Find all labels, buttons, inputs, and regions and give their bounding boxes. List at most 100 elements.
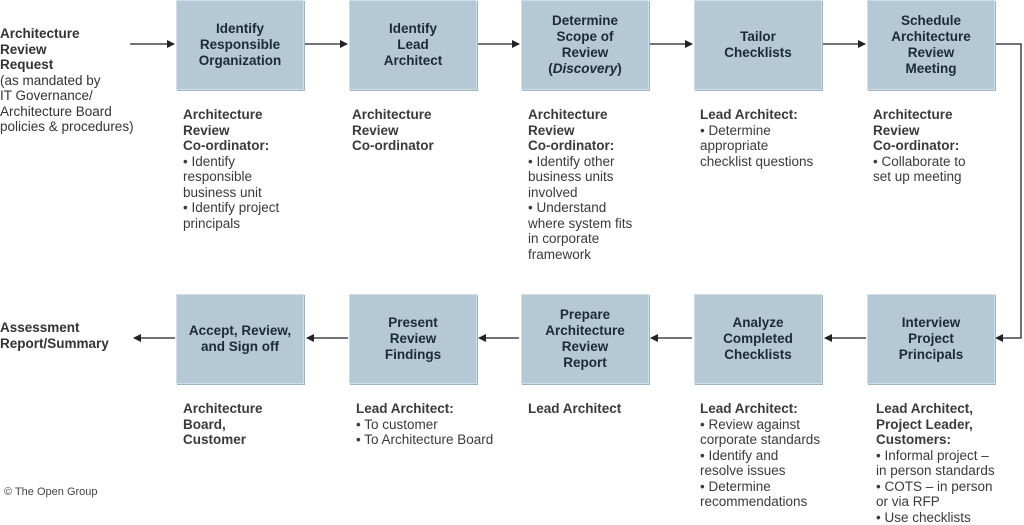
input-title-line: Request <box>0 57 134 73</box>
step-label-line: Checklists <box>724 45 792 61</box>
task-line: • Informal project – <box>876 448 995 464</box>
task-line: business units <box>528 169 632 185</box>
step-label-line: Review <box>548 45 622 61</box>
step7-responsibility-note: Lead Architect: • Review against corpora… <box>700 401 820 510</box>
step-label-line: Checklists <box>723 347 793 363</box>
role-line: Architecture <box>528 107 632 123</box>
task-line: responsible <box>183 169 279 185</box>
task-line: corporate standards <box>700 432 820 448</box>
step-label-line: Identify <box>199 21 282 37</box>
step-accept-review-sign-off: Accept, Review, and Sign off <box>176 294 304 384</box>
step-interview-project-principals: Interview Project Principals <box>867 294 995 384</box>
step-label-line: Architecture <box>545 323 625 339</box>
step-determine-scope: Determine Scope of Review (Discovery) <box>521 0 649 90</box>
task-line: principals <box>183 216 279 232</box>
role-line: Customers: <box>876 432 995 448</box>
step1-responsibility-note: Architecture Review Co-ordinator: • Iden… <box>183 107 279 231</box>
input-detail-line: IT Governance/ <box>0 88 134 104</box>
task-line: • Identify project <box>183 200 279 216</box>
output-title-line: Assessment <box>0 320 109 336</box>
step-label-line: Report <box>545 355 625 371</box>
role-line: Lead Architect <box>528 401 621 417</box>
step-label-line: Prepare <box>545 307 625 323</box>
role-line: Architecture <box>352 107 434 123</box>
task-line: • Review against <box>700 417 820 433</box>
task-line: • Use checklists <box>876 510 995 525</box>
step-label-line: Principals <box>899 347 964 363</box>
step-label-line: Project <box>899 331 964 347</box>
task-line: • Understand <box>528 200 632 216</box>
task-line: • Determine <box>700 123 813 139</box>
step-label-line: Review <box>891 45 971 61</box>
task-line: business unit <box>183 185 279 201</box>
step-label-line: Meeting <box>891 61 971 77</box>
task-line: • To Architecture Board <box>356 432 493 448</box>
task-line: or via RFP <box>876 494 995 510</box>
step8-responsibility-note: Lead Architect <box>528 401 621 417</box>
step-label-line: Analyze <box>723 315 793 331</box>
role-line: Lead Architect: <box>700 401 820 417</box>
step2-responsibility-note: Architecture Review Co-ordinator <box>352 107 434 154</box>
role-line: Architecture <box>183 401 263 417</box>
step-identify-lead-architect: Identify Lead Architect <box>349 0 477 90</box>
input-detail-line: (as mandated by <box>0 73 134 89</box>
step-prepare-review-report: Prepare Architecture Review Report <box>521 294 649 384</box>
step-present-review-findings: Present Review Findings <box>349 294 477 384</box>
task-line: in person standards <box>876 463 995 479</box>
step9-responsibility-note: Lead Architect: • To customer • To Archi… <box>356 401 493 448</box>
role-line: Review <box>352 123 434 139</box>
task-line: framework <box>528 247 632 263</box>
role-line: Review <box>528 123 632 139</box>
task-line: in corporate <box>528 231 632 247</box>
step6-responsibility-note: Lead Architect, Project Leader, Customer… <box>876 401 995 525</box>
role-line: Lead Architect, <box>876 401 995 417</box>
copyright-notice: © The Open Group <box>4 486 98 498</box>
step10-responsibility-note: Architecture Board, Customer <box>183 401 263 448</box>
step-label-line: Review <box>545 339 625 355</box>
assessment-report-output: Assessment Report/Summary <box>0 320 109 351</box>
role-line: Co-ordinator: <box>528 138 632 154</box>
step-schedule-review-meeting: Schedule Architecture Review Meeting <box>867 0 995 90</box>
step3-responsibility-note: Architecture Review Co-ordinator: • Iden… <box>528 107 632 262</box>
task-line: checklist questions <box>700 154 813 170</box>
role-line: Project Leader, <box>876 417 995 433</box>
role-line: Customer <box>183 432 263 448</box>
task-line: appropriate <box>700 138 813 154</box>
discovery-label: Discovery <box>553 61 618 76</box>
task-line: • Identify <box>183 154 279 170</box>
task-line: resolve issues <box>700 463 820 479</box>
output-title-line: Report/Summary <box>0 336 109 352</box>
step-label-line: Lead <box>384 37 443 53</box>
review-request-input: Architecture Review Request (as mandated… <box>0 26 134 135</box>
task-line: • To customer <box>356 417 493 433</box>
step-label-line: Present <box>385 315 441 331</box>
step-label-line: and Sign off <box>189 339 291 355</box>
step-analyze-completed-checklists: Analyze Completed Checklists <box>694 294 822 384</box>
step-label-line: Architect <box>384 53 443 69</box>
role-line: Lead Architect: <box>356 401 493 417</box>
step-label-line: Completed <box>723 331 793 347</box>
step-label-line: Interview <box>899 315 964 331</box>
role-line: Architecture <box>183 107 279 123</box>
role-line: Co-ordinator: <box>873 138 966 154</box>
task-line: recommendations <box>700 494 820 510</box>
step-label-line: Identify <box>384 21 443 37</box>
step-label-line: Schedule <box>891 13 971 29</box>
role-line: Board, <box>183 417 263 433</box>
step4-responsibility-note: Lead Architect: • Determine appropriate … <box>700 107 813 169</box>
task-line: • Determine <box>700 479 820 495</box>
input-title-line: Review <box>0 42 134 58</box>
task-line: • Identify other <box>528 154 632 170</box>
step-label-line: Tailor <box>724 29 792 45</box>
step-label-line: Organization <box>199 53 282 69</box>
role-line: Architecture <box>873 107 966 123</box>
role-line: Lead Architect: <box>700 107 813 123</box>
role-line: Co-ordinator <box>352 138 434 154</box>
task-line: set up meeting <box>873 169 966 185</box>
task-line: • COTS – in person <box>876 479 995 495</box>
step-identify-responsible-organization: Identify Responsible Organization <box>176 0 304 90</box>
step-label-line: Determine <box>548 13 622 29</box>
task-line: where system fits <box>528 216 632 232</box>
input-title-line: Architecture <box>0 26 134 42</box>
step5-responsibility-note: Architecture Review Co-ordinator: • Coll… <box>873 107 966 185</box>
